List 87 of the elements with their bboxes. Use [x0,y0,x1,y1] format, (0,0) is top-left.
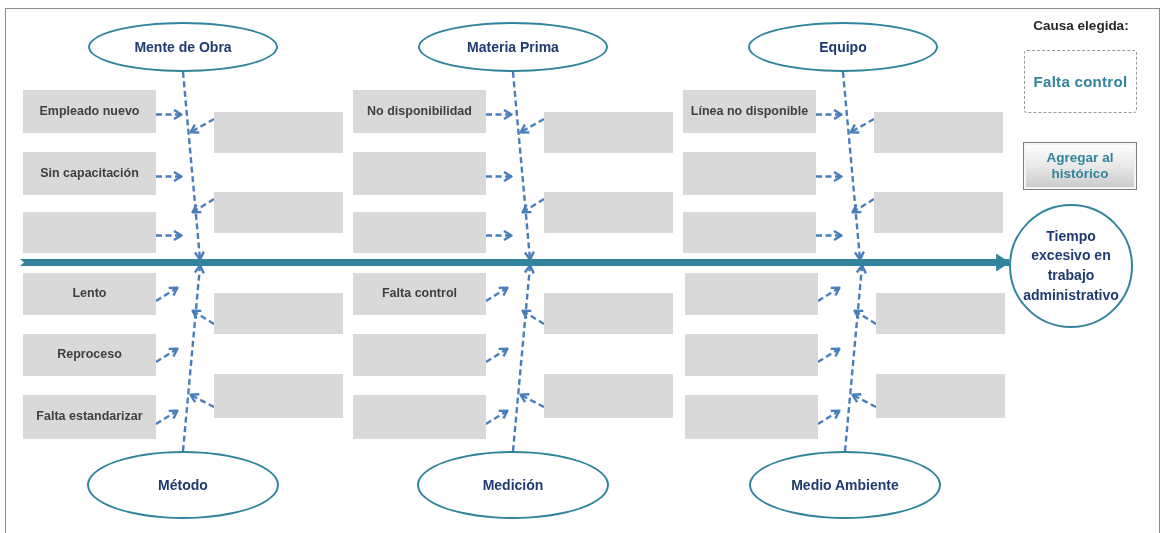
cause-box [544,293,673,334]
arrow [181,71,206,261]
cause-box [353,334,486,376]
arrow [486,108,513,121]
cause-box [685,273,818,315]
cause-label: Lento [72,285,107,303]
arrow [521,197,545,214]
category-label: Medición [482,477,544,493]
cause-box [214,112,343,153]
cause-box [23,395,156,439]
arrow [521,309,545,326]
arrow [486,229,513,242]
arrow [486,170,513,183]
arrow [155,286,179,303]
cause-box [683,212,816,253]
arrow [519,117,545,134]
arrow [511,71,536,261]
chosen-cause-heading: Causa elegida: [1032,18,1130,35]
cause-label: Falta control [382,285,457,303]
arrow [156,108,183,121]
arrow [851,393,877,409]
arrow [851,197,875,214]
add-to-history-button: Agregar al histórico [1023,142,1137,190]
arrow [519,393,545,409]
arrow [485,286,509,303]
cause-box [23,273,156,315]
cause-box [353,152,486,195]
cause-box [544,374,673,418]
cause-box [353,212,486,253]
arrow [485,409,509,426]
arrow [817,286,841,303]
cause-box [353,90,486,133]
cause-label: Línea no disponible [690,102,809,120]
cause-box [353,273,486,315]
cause-label: Empleado nuevo [39,102,140,120]
arrow [817,409,841,426]
arrow [511,264,536,452]
arrow [181,264,206,452]
cause-label: Sin capacitación [40,164,139,182]
arrow [156,229,183,242]
cause-box [23,212,156,253]
cause-box [544,112,673,153]
category-label: Medio Ambiente [791,477,899,493]
arrow [155,409,179,426]
cause-label: Falta estandarizar [36,408,143,426]
cause-box [874,112,1003,153]
arrow [189,117,215,134]
cause-box [876,293,1005,334]
spine-bar [20,259,997,266]
cause-label: No disponibilidad [367,102,472,120]
cause-box [685,395,818,439]
chosen-cause-box [1024,50,1137,113]
arrow [817,347,841,364]
effect-label: Tiempo excesivo en trabajo administrativo [1022,226,1120,305]
cause-box [683,90,816,133]
category-label: Equipo [819,39,867,55]
cause-box [214,374,343,418]
arrow [155,347,179,364]
category-label: Materia Prima [467,39,559,55]
arrow [843,264,868,452]
chosen-cause-label: Falta control [1033,73,1128,90]
arrow [841,71,866,261]
cause-box [23,90,156,133]
cause-box [683,152,816,195]
category-label: Mente de Obra [134,39,232,55]
cause-box [23,152,156,195]
cause-box [874,192,1003,233]
cause-box [544,192,673,233]
arrow [191,197,215,214]
cause-box [685,334,818,376]
arrow [485,347,509,364]
cause-box [23,334,156,376]
arrow [816,170,843,183]
arrow [816,229,843,242]
cause-box [214,293,343,334]
spine-arrow [996,253,1011,272]
arrow [189,393,215,409]
arrow [816,108,843,121]
cause-box [876,374,1005,418]
cause-label: Reproceso [57,346,122,364]
arrow [849,117,875,134]
arrow [853,309,877,326]
arrow [191,309,215,326]
cause-box [214,192,343,233]
cause-box [353,395,486,439]
category-label: Método [158,477,208,493]
arrow [156,170,183,183]
